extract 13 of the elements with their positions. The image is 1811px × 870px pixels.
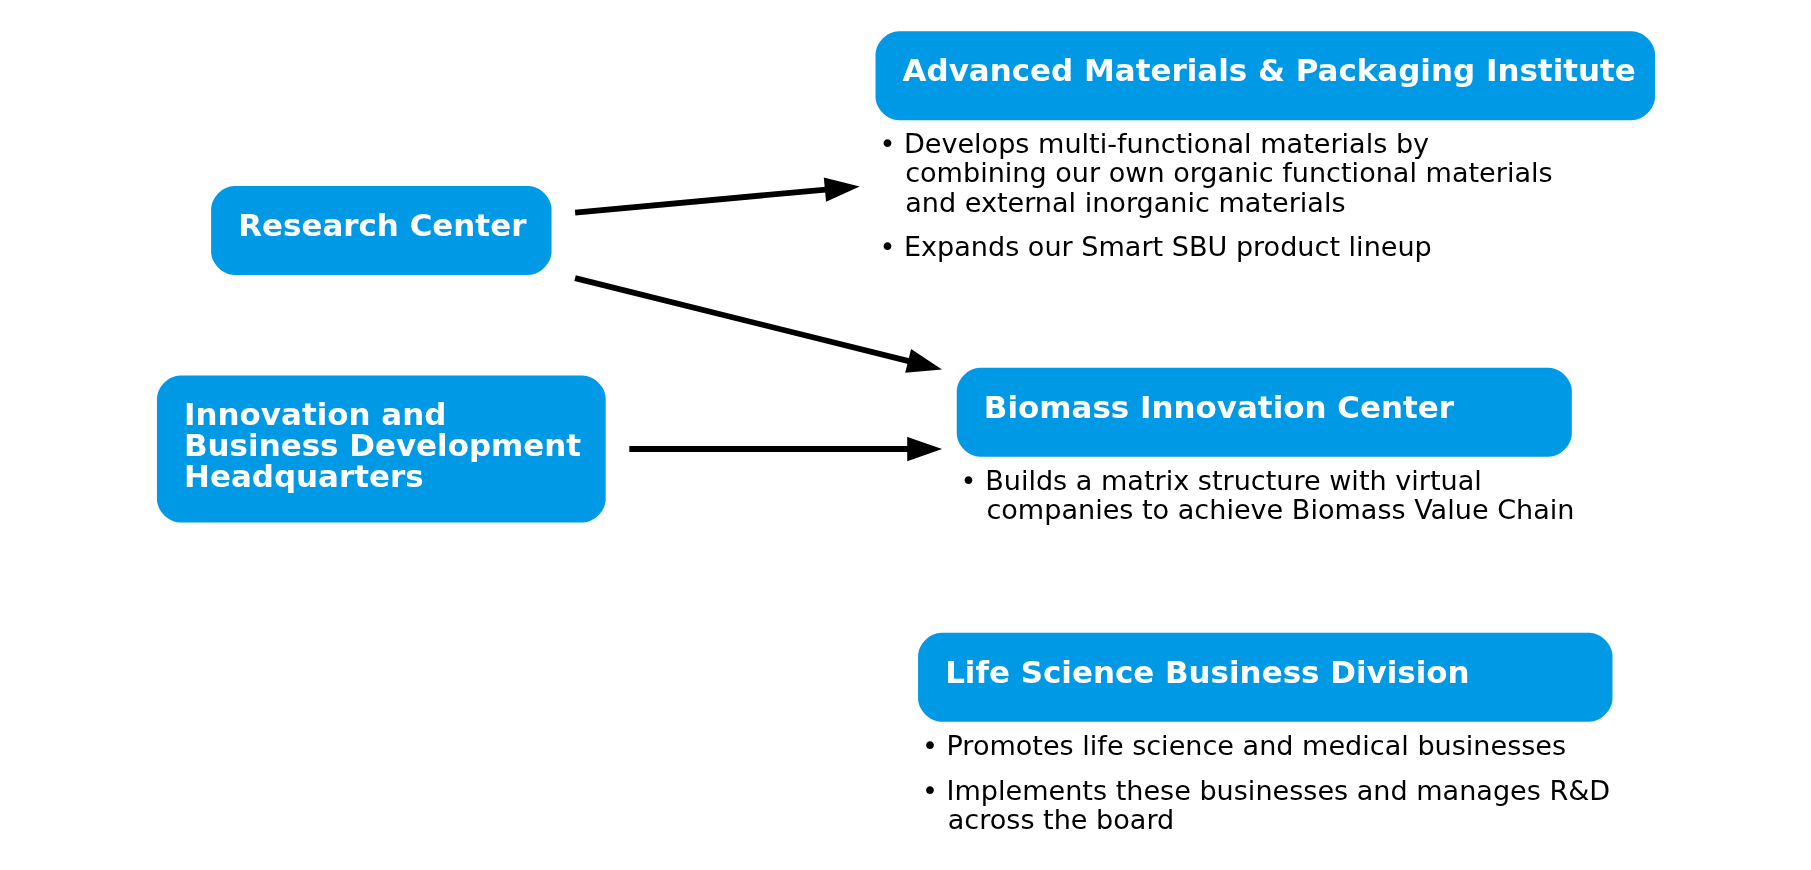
node-box: Advanced Materials & Packaging Institute [875, 31, 1655, 121]
node-box: Biomass Innovation Center [956, 367, 1572, 457]
node-label: • Builds a matrix structure with virtual companies to achieve Biomass Value Chain [960, 465, 1575, 526]
node-box: Research Center [211, 185, 552, 275]
node-label: • Promotes life science and medical businesses [921, 730, 1567, 762]
node-label: • Implements these businesses and manages R&D across the board [921, 774, 1611, 835]
arrow [574, 275, 942, 373]
node-label: • Develops multi-functional materials by combining our own organic functional materials and external inorganic materials [879, 128, 1553, 218]
node-label: • Expands our Smart SBU product lineup [879, 230, 1432, 262]
node-box: Innovation and Business Development Headquarters [156, 375, 606, 523]
node-box: Life Science Business Division [918, 632, 1613, 722]
arrow [574, 177, 860, 216]
arrow [629, 436, 943, 462]
